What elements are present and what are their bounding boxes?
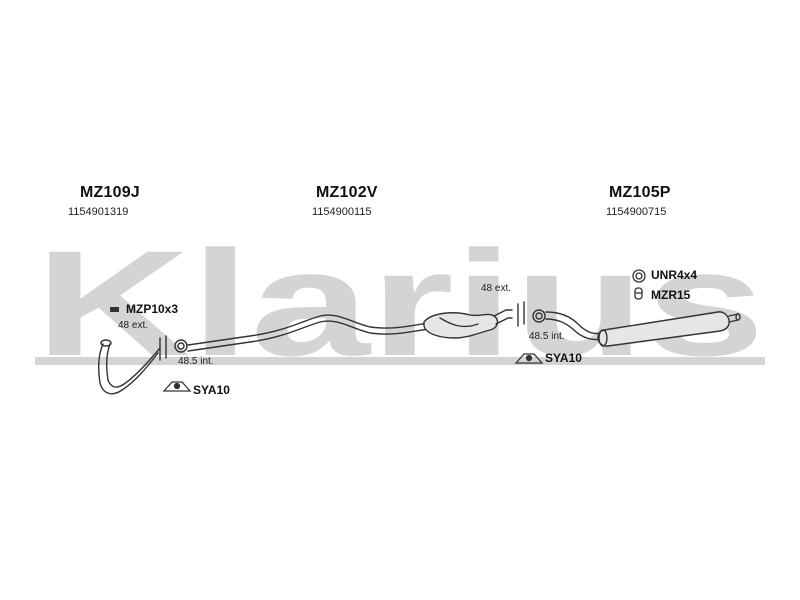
part-label-clamp: MZP10x3 xyxy=(126,302,179,316)
middle-pipe-inner xyxy=(187,320,429,352)
centre-muffler-seam xyxy=(439,317,479,328)
int-label-left: 48.5 int. xyxy=(178,356,214,367)
rear-pipe-inner xyxy=(545,318,607,341)
middle-joint-marks xyxy=(517,301,525,327)
part-label-hanger-middle: SYA10 xyxy=(545,351,582,365)
rear-silencer-cap xyxy=(598,329,608,347)
ring-icon xyxy=(632,269,646,283)
hanger-mid-icon-hole xyxy=(525,354,533,362)
middle-clamp-ring-inner xyxy=(535,312,543,320)
left-clamp-ring xyxy=(174,339,188,353)
left-joint-marks xyxy=(159,335,167,361)
hanger-left-icon-hole xyxy=(173,382,181,390)
section-code-right: MZ105P xyxy=(609,184,671,201)
front-pipe-inner xyxy=(105,343,161,388)
section-number-right: 1154900715 xyxy=(606,206,667,218)
ext-label-left: 48 ext. xyxy=(118,320,149,331)
rear-silencer xyxy=(597,311,730,347)
rear-pipe xyxy=(545,311,607,335)
front-pipe xyxy=(98,343,159,395)
rear-tailpipe-end xyxy=(735,313,741,321)
front-pipe-end xyxy=(100,339,112,347)
section-number-middle: 1154900115 xyxy=(312,206,372,218)
centre-muffler-outlet xyxy=(493,309,513,325)
middle-pipe xyxy=(187,314,429,346)
ext-label-middle: 48 ext. xyxy=(481,283,512,294)
clamp-icon xyxy=(110,307,119,312)
section-code-middle: MZ102V xyxy=(316,184,378,201)
hanger-mid-icon xyxy=(514,353,544,364)
int-label-middle: 48.5 int. xyxy=(529,331,565,342)
part-label-hanger-left: SYA10 xyxy=(193,383,230,397)
section-code-left: MZ109J xyxy=(80,184,140,201)
part-label-rubber: MZR15 xyxy=(651,288,691,302)
middle-clamp-ring xyxy=(532,309,546,323)
ring-icon-inner xyxy=(635,272,643,280)
part-label-ring: UNR4x4 xyxy=(651,268,698,282)
left-clamp-ring-inner xyxy=(177,342,185,350)
watermark-underline xyxy=(35,357,765,365)
section-number-left: 1154901319 xyxy=(68,206,129,218)
